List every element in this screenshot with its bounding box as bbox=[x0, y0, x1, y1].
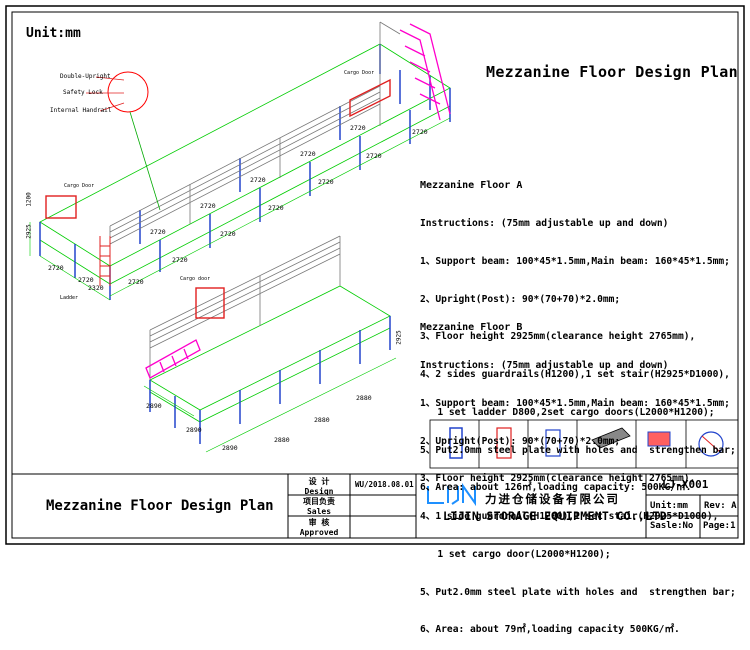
guardrail-b bbox=[149, 235, 341, 380]
cargo-door-a1-label: Cargo Door bbox=[64, 183, 95, 189]
floor-a-line-4: 4、2 sides guardrails(H1200),1 set stair(… bbox=[420, 369, 730, 381]
callout-leaders bbox=[86, 76, 125, 112]
floor-b-edge bbox=[149, 316, 391, 423]
dim-a-6: 2720 bbox=[366, 152, 382, 160]
floor-a-line-6: 5、Put2.0mm steel plate with holes and st… bbox=[420, 444, 736, 456]
mezzanine-b-drawing bbox=[143, 235, 397, 453]
cargo-door-a2-graphic bbox=[349, 78, 391, 118]
design-date: WU/2018.08.01 bbox=[355, 480, 414, 489]
ladder-label: Ladder bbox=[60, 295, 79, 301]
callout-link bbox=[129, 111, 161, 211]
dim-a-13: 2720 bbox=[48, 264, 64, 272]
dim-lines-a bbox=[29, 117, 451, 301]
dim-a-11: 2720 bbox=[300, 150, 316, 158]
approved-en: Approved bbox=[299, 528, 339, 537]
drawing-number: LJ-X001 bbox=[662, 478, 709, 491]
floor-a-instructions: Instructions: (75mm adjustable up and do… bbox=[420, 217, 669, 229]
callout-double-upright: Double-Upright bbox=[60, 73, 111, 80]
dim-a-3: 2720 bbox=[220, 230, 236, 238]
floor-b-line-2: 2、Upright(Post): 90*(70+70)*2.0mm; bbox=[420, 435, 621, 447]
dim-b-5: 2880 bbox=[314, 416, 330, 424]
floor-b-title: Mezzanine Floor B bbox=[420, 322, 523, 334]
floor-a-line-2: 2、Upright(Post): 90*(70+70)*2.0mm; bbox=[420, 293, 621, 305]
callout-safety-lock: Safety Lock bbox=[63, 89, 103, 96]
floor-b-top bbox=[149, 285, 391, 411]
cargo-door-b-label: Cargo door bbox=[180, 276, 211, 282]
design-cell: 设 计 Design bbox=[290, 476, 348, 496]
dim-b-2: 2890 bbox=[186, 426, 202, 434]
floor-b-line-5: 1 set cargo door(L2000*H1200); bbox=[420, 548, 611, 560]
company-name-cn: 力进仓储设备有限公司 bbox=[485, 492, 620, 506]
callout-internal-handrail: Internal Handrail bbox=[50, 107, 112, 114]
floor-b-line-1: 1、Support beam: 100*45*1.5mm,Main beam: … bbox=[420, 397, 730, 409]
company-logo bbox=[427, 482, 476, 507]
dim-a-8: 2720 bbox=[150, 228, 166, 236]
dim-b-7: 2925 bbox=[395, 330, 403, 345]
uprights-a bbox=[39, 44, 451, 300]
floor-b-line-7: 6、Area: about 79㎡,loading capacity 500KG… bbox=[420, 624, 680, 636]
detail-strip bbox=[429, 419, 739, 469]
sales-cn: 项目负责 bbox=[303, 497, 335, 506]
drawing-sheet: Double-Upright Safety Lock Internal Hand… bbox=[5, 5, 745, 635]
floor-b-line-4: 4、1 side guardrail(H1200),1 set stair(H2… bbox=[420, 511, 719, 523]
dim-b-1: 2890 bbox=[146, 402, 162, 410]
company-name-en: LIJIN STORAGE EQUIPMENT CO.,LTD bbox=[443, 509, 667, 523]
ladder-graphic bbox=[99, 236, 111, 286]
drawing-svg bbox=[5, 5, 745, 545]
cargo-door-a2-label: Cargo Door bbox=[344, 70, 375, 76]
dim-b-6: 2880 bbox=[356, 394, 372, 402]
floor-b-line-3: 3、Floor height 2925mm(clearance height 2… bbox=[420, 473, 696, 485]
dim-b-3: 2890 bbox=[222, 444, 238, 452]
floor-b-instructions: Instructions: (75mm adjustable up and do… bbox=[420, 359, 669, 371]
tb-page: Page:1 bbox=[703, 521, 736, 531]
outer-frame bbox=[5, 5, 745, 545]
dim-lines-b bbox=[143, 357, 397, 453]
dim-a-10: 2720 bbox=[250, 176, 266, 184]
detail-thumbnails bbox=[449, 427, 724, 459]
dim-a-16: 1200 bbox=[25, 192, 33, 207]
floor-a-line-7: 6、Area: about 126㎡,loading capacity: 500… bbox=[420, 482, 692, 494]
dim-a-5: 2720 bbox=[318, 178, 334, 186]
stair-a-graphic bbox=[399, 23, 451, 121]
plan-title: Mezzanine Floor Design Plan bbox=[486, 63, 738, 81]
dim-a-4: 2720 bbox=[268, 204, 284, 212]
dim-a-2: 2720 bbox=[172, 256, 188, 264]
cargo-door-b-graphic bbox=[195, 287, 225, 319]
floor-a-line-5: 1 set ladder D800,2set cargo doors(L2000… bbox=[420, 406, 715, 418]
floor-b-line-6: 5、Put2.0mm steel plate with holes and st… bbox=[420, 586, 736, 598]
uprights-b bbox=[149, 316, 391, 444]
dim-a-1: 2720 bbox=[128, 278, 144, 286]
floor-a-line-1: 1、Support beam: 100*45*1.5mm,Main beam: … bbox=[420, 255, 730, 267]
design-cn: 设 计 bbox=[308, 477, 330, 486]
title-block-grid bbox=[12, 473, 738, 538]
approved-cn: 审 核 bbox=[308, 518, 330, 527]
approved-cell: 审 核 Approved bbox=[290, 517, 348, 537]
sales-cell: 项目负责 Sales bbox=[290, 496, 348, 516]
mezzanine-a-drawing bbox=[29, 21, 451, 301]
stair-b-graphic bbox=[145, 339, 201, 379]
guardrail-a bbox=[109, 21, 401, 266]
notes-floor-a: Mezzanine Floor A Instructions: (75mm ad… bbox=[420, 155, 736, 508]
tb-unit: Unit:mm bbox=[650, 501, 688, 511]
design-en: Design bbox=[304, 487, 334, 496]
dim-a-14: 2720 bbox=[78, 276, 94, 284]
detail-callout bbox=[107, 71, 149, 113]
inner-frame bbox=[11, 11, 739, 539]
unit-label: Unit:mm bbox=[26, 26, 81, 41]
tb-rev: Rev: A bbox=[704, 501, 737, 511]
floor-a-title: Mezzanine Floor A bbox=[420, 180, 523, 192]
notes-floor-b: Mezzanine Floor B Instructions: (75mm ad… bbox=[420, 297, 736, 650]
title-block-title: Mezzanine Floor Design Plan bbox=[46, 498, 274, 514]
cargo-door-a1-graphic bbox=[45, 195, 77, 219]
dim-a-17: 2925 bbox=[25, 224, 33, 239]
tb-scale: Sasle:No bbox=[650, 521, 694, 531]
sales-en: Sales bbox=[306, 507, 332, 516]
dim-b-4: 2880 bbox=[274, 436, 290, 444]
dim-a-9: 2720 bbox=[200, 202, 216, 210]
dim-a-15: 2320 bbox=[88, 284, 104, 292]
dim-a-7: 2720 bbox=[412, 128, 428, 136]
dim-a-12: 2720 bbox=[350, 124, 366, 132]
floor-a-edge bbox=[39, 88, 451, 285]
floor-a-line-3: 3、Floor height 2925mm(clearance height 2… bbox=[420, 331, 696, 343]
